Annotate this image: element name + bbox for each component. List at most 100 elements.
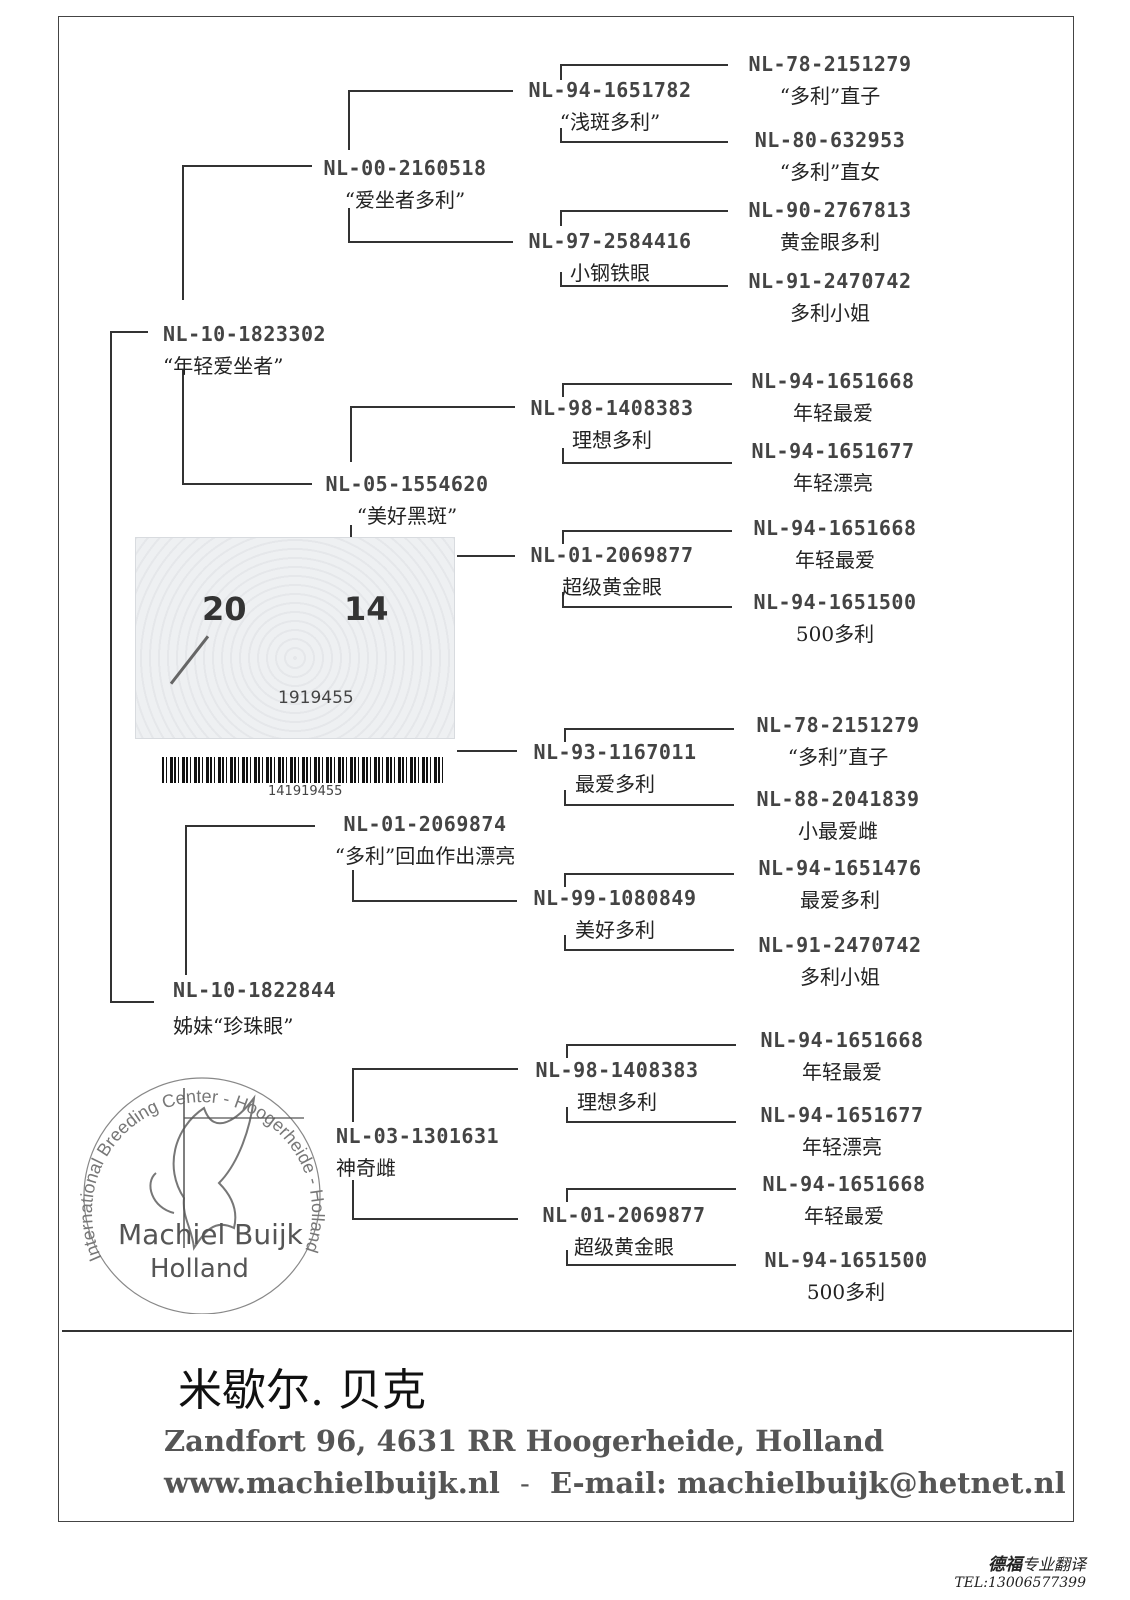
pigeon-name: 黄金眼多利 <box>780 230 880 254</box>
sister-sss: NL-78-2151279 “多利”直子 <box>738 713 938 770</box>
sister-dsd: NL-94-1651677 年轻漂亮 <box>742 1103 942 1160</box>
pedigree-ds: NL-98-1408383 理想多利 <box>517 396 707 453</box>
ring-number: NL-90-2767813 <box>748 198 912 222</box>
pedigree-dds: NL-94-1651668 年轻最爱 <box>735 516 935 573</box>
pigeon-name: “美好黑斑” <box>356 504 458 528</box>
connector <box>564 728 734 730</box>
pigeon-name: 美好多利 <box>575 918 655 942</box>
ring-number: NL-94-1651500 <box>753 590 917 614</box>
ring-number: NL-01-2069874 <box>343 812 507 836</box>
pedigree-dss: NL-94-1651668 年轻最爱 <box>733 369 933 426</box>
translator-label: 专业翻译 <box>1021 1555 1086 1574</box>
sister-ds: NL-98-1408383 理想多利 <box>522 1058 712 1115</box>
pedigree-sd: NL-97-2584416 小钢铁眼 <box>515 229 705 286</box>
pigeon-name: “多利”直子 <box>787 745 889 769</box>
connector <box>564 728 566 742</box>
ring-number: NL-94-1651476 <box>758 856 922 880</box>
pigeon-name: 理想多利 <box>572 428 652 452</box>
connector <box>562 530 732 532</box>
connector <box>185 825 315 827</box>
email-link[interactable]: E-mail: machielbuijk@hetnet.nl <box>549 1466 1066 1500</box>
connector <box>348 90 350 150</box>
ring-number: NL-94-1651668 <box>762 1172 926 1196</box>
connector <box>564 804 734 806</box>
sister-subject: NL-10-1822844 姊妹“珍珠眼” <box>173 978 336 1039</box>
ring-number: NL-98-1408383 <box>530 396 694 420</box>
ring-number: NL-80-632953 <box>754 128 906 152</box>
connector <box>457 750 517 752</box>
connector <box>564 873 734 875</box>
ring-number: NL-78-2151279 <box>748 52 912 76</box>
connector <box>110 1001 154 1003</box>
sister-dss: NL-94-1651668 年轻最爱 <box>742 1028 942 1085</box>
translator-tel: TEL:13006577399 <box>954 1575 1086 1591</box>
pigeon-name: “浅斑多利” <box>559 110 661 134</box>
connector <box>562 462 732 464</box>
ring-number: NL-94-1651782 <box>528 78 692 102</box>
sister-sdd: NL-91-2470742 多利小姐 <box>740 933 940 990</box>
contact-line: www.machielbuijk.nl - E-mail: machielbui… <box>164 1466 1066 1500</box>
pigeon-name: 500多利 <box>806 1280 886 1304</box>
connector <box>564 873 566 887</box>
pigeon-name: “多利”直子 <box>779 84 881 108</box>
pedigree-sss: NL-78-2151279 “多利”直子 <box>730 52 930 109</box>
ring-number: NL-97-2584416 <box>528 229 692 253</box>
connector <box>560 272 562 285</box>
breeding-center-seal: International Breeding Center - Hoogerhe… <box>64 1058 340 1315</box>
pedigree-sdd: NL-91-2470742 多利小姐 <box>730 269 930 326</box>
sister-ssd: NL-88-2041839 小最爱雌 <box>738 787 938 844</box>
pedigree-sds: NL-90-2767813 黄金眼多利 <box>730 198 930 255</box>
ring-number: NL-94-1651668 <box>751 369 915 393</box>
connector <box>352 1068 518 1070</box>
connector <box>110 331 112 1002</box>
sister-ddd: NL-94-1651500 500多利 <box>746 1248 946 1305</box>
pedigree-ssd: NL-80-632953 “多利”直女 <box>730 128 930 185</box>
connector <box>350 406 515 408</box>
pedigree-dsd: NL-94-1651677 年轻漂亮 <box>733 439 933 496</box>
connector <box>562 448 564 462</box>
connector <box>185 825 187 975</box>
barcode-number: 141919455 <box>268 784 343 799</box>
ring-number: NL-94-1651668 <box>753 516 917 540</box>
website-link[interactable]: www.machielbuijk.nl <box>164 1466 500 1500</box>
pigeon-name: 年轻漂亮 <box>793 471 873 495</box>
seal-name-line-2: Holland <box>150 1254 249 1284</box>
connector <box>348 241 513 243</box>
connector <box>560 210 562 226</box>
pigeon-name: 年轻最爱 <box>804 1204 884 1228</box>
page-frame <box>58 16 1074 1522</box>
connector <box>562 592 564 606</box>
sister-dd: NL-01-2069877 超级黄金眼 <box>524 1203 724 1260</box>
pigeon-name: “多利”回血作出漂亮 <box>334 844 516 868</box>
pigeon-name: 小钢铁眼 <box>570 261 650 285</box>
footer-divider <box>62 1330 1072 1332</box>
connector <box>562 606 732 608</box>
connector <box>562 530 564 544</box>
connector <box>352 900 517 902</box>
owner-name: 米歇尔. 贝克 <box>178 1365 426 1416</box>
card-year-right: 14 <box>344 590 389 628</box>
sister-dam: NL-03-1301631 神奇雌 <box>336 1124 499 1181</box>
connector <box>560 64 562 80</box>
pigeon-name: 年轻漂亮 <box>802 1135 882 1159</box>
connector <box>566 1121 736 1123</box>
sister-sds: NL-94-1651476 最爱多利 <box>740 856 940 913</box>
seal-name-line-1: Machiel Buijk <box>118 1218 303 1251</box>
pigeon-name: 小最爱雌 <box>798 819 878 843</box>
pedigree-ss: NL-94-1651782 “浅斑多利” <box>515 78 705 135</box>
pigeon-name: 多利小姐 <box>800 965 880 989</box>
pigeon-name: 超级黄金眼 <box>562 575 662 599</box>
connector <box>566 1188 568 1202</box>
pen-mark <box>169 635 210 685</box>
pigeon-name: 年轻最爱 <box>795 548 875 572</box>
connector <box>562 383 732 385</box>
sister-ss: NL-93-1167011 最爱多利 <box>520 740 710 797</box>
connector <box>560 210 728 212</box>
connector <box>566 1044 568 1058</box>
pigeon-name: 超级黄金眼 <box>574 1235 674 1259</box>
connector <box>562 383 564 397</box>
ring-number: NL-99-1080849 <box>533 886 697 910</box>
connector <box>564 949 734 951</box>
connector <box>352 870 354 900</box>
pedigree-subject: NL-10-1823302 “年轻爱坐者” <box>163 322 326 379</box>
